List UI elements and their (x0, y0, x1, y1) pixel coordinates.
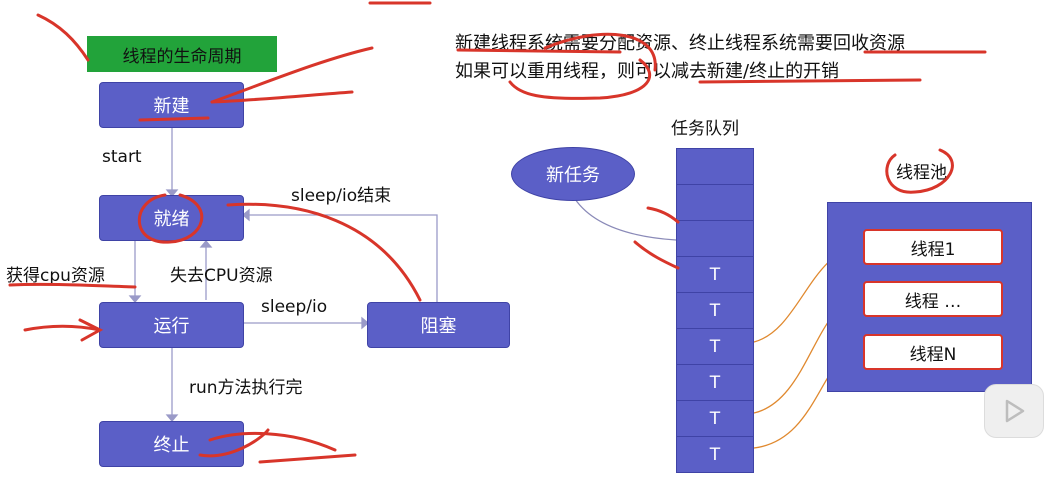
arrow-blocked-to-ready (248, 214, 438, 302)
annotation-stroke (78, 318, 104, 342)
play-button[interactable] (984, 384, 1044, 438)
annotation-stroke (258, 453, 357, 464)
transition-sleep-io-label: sleep/io (261, 297, 328, 317)
queue-cell: T (676, 437, 754, 473)
annotation-stroke (210, 46, 374, 104)
annotation-stroke (646, 206, 680, 224)
state-terminated: 终止 (99, 421, 244, 467)
annotation-stroke (698, 78, 922, 84)
transition-sleep-io-end-label: sleep/io结束 (291, 186, 392, 206)
annotation-stroke (138, 116, 210, 122)
queue-cell (676, 148, 754, 185)
annotation-stroke (633, 240, 680, 270)
queue-cell: T (676, 293, 754, 329)
annotation-stroke (210, 90, 354, 104)
annotation-stroke (508, 58, 652, 100)
lifecycle-title: 线程的生命周期 (87, 36, 277, 72)
queue-cell: T (676, 329, 754, 365)
note-line-2: 如果可以重用线程，则可以减去新建/终止的开销 (455, 61, 840, 82)
queue-cell (676, 221, 754, 257)
thread-middle: 线程 … (863, 281, 1003, 317)
new-task-node: 新任务 (511, 147, 635, 201)
queue-cell: T (676, 365, 754, 401)
transition-get-cpu-label: 获得cpu资源 (6, 266, 105, 286)
annotation-stroke (137, 193, 204, 244)
annotation-stroke (208, 431, 337, 452)
transition-start-label: start (102, 147, 142, 167)
task-queue: T T T T T T (676, 148, 754, 473)
thread-n: 线程N (863, 334, 1003, 370)
annotation-stroke (456, 48, 622, 54)
play-icon (1005, 399, 1025, 423)
state-running: 运行 (99, 302, 244, 348)
transition-lose-cpu-label: 失去CPU资源 (170, 266, 273, 286)
pool-title: 线程池 (896, 163, 947, 183)
queue-cell: T (676, 401, 754, 437)
annotation-stroke (36, 13, 90, 62)
annotation-stroke (8, 282, 137, 289)
annotation-stroke (226, 202, 422, 302)
annotation-stroke (885, 148, 954, 194)
annotation-stroke (23, 324, 102, 332)
new-task-link (574, 198, 677, 241)
state-blocked: 阻塞 (367, 302, 510, 348)
thread-1: 线程1 (863, 229, 1003, 265)
queue-title: 任务队列 (671, 119, 739, 139)
queue-cell (676, 185, 754, 221)
annotation-stroke (543, 32, 657, 72)
note-line-1: 新建线程系统需要分配资源、终止线程系统需要回收资源 (455, 33, 905, 54)
transition-run-done-label: run方法执行完 (189, 378, 303, 398)
queue-cell: T (676, 257, 754, 293)
